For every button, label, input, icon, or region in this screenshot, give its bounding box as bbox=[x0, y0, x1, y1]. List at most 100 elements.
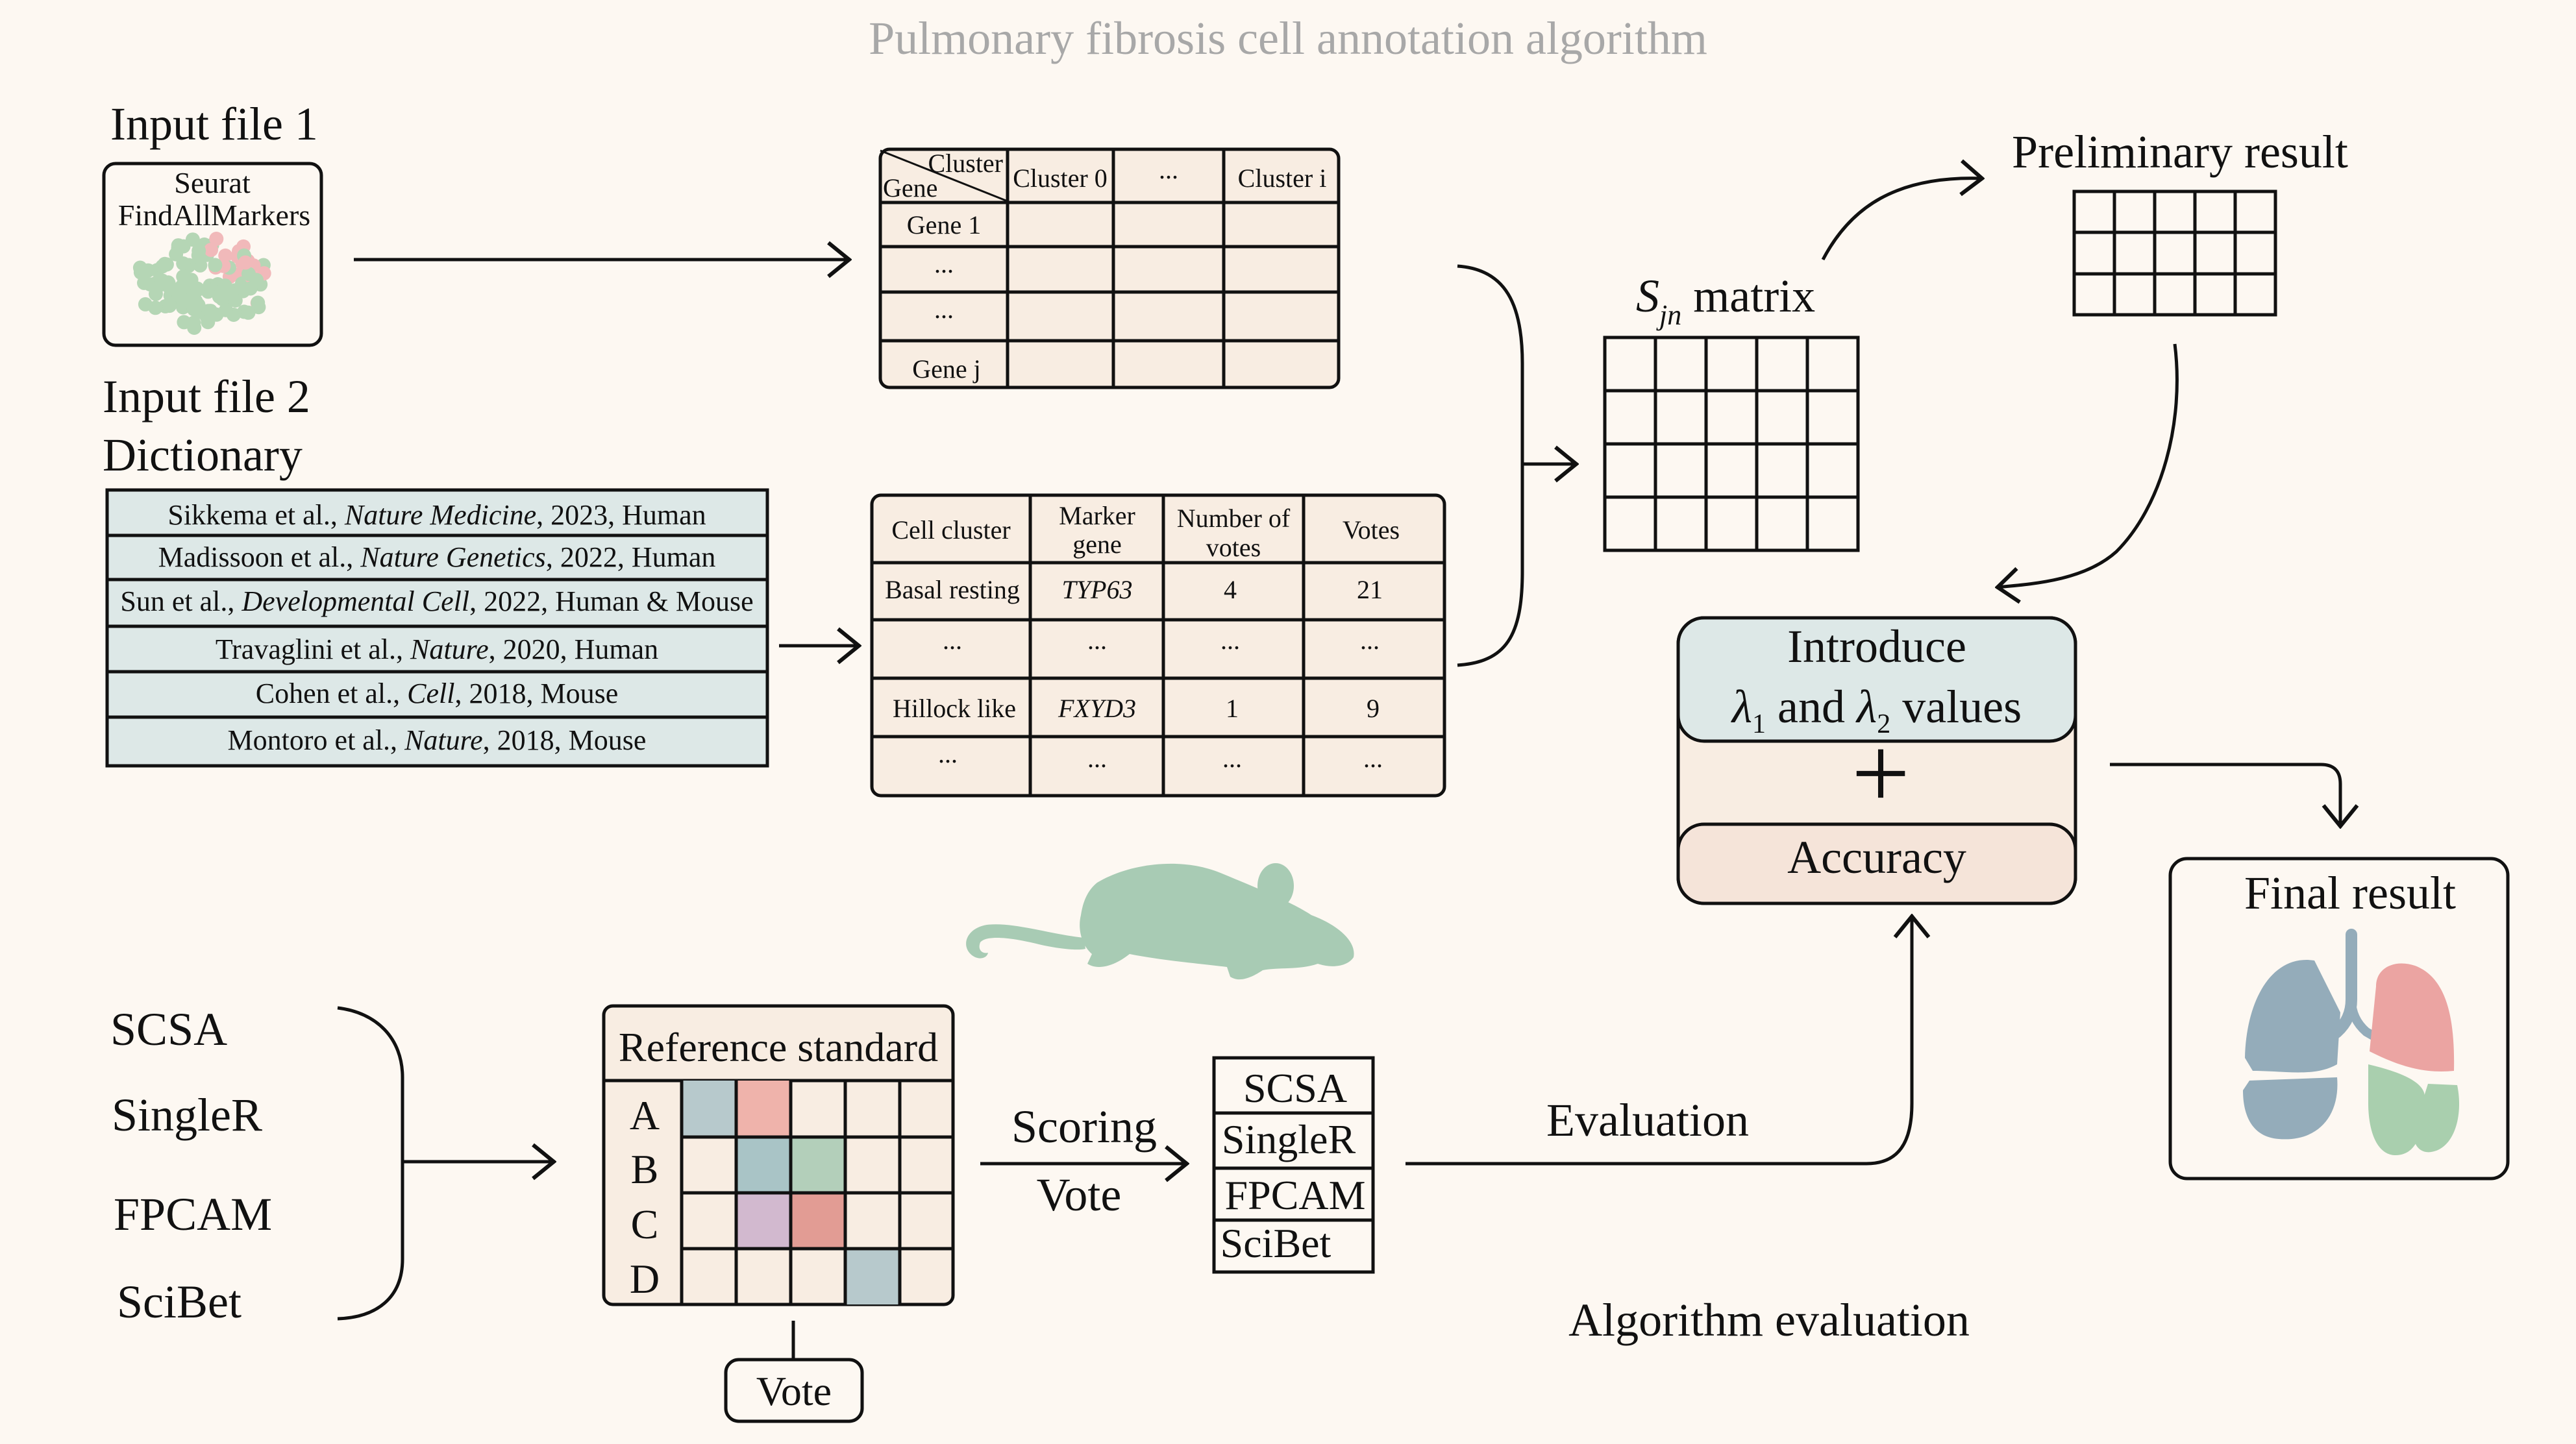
scatter-dot bbox=[209, 232, 224, 246]
scatter-dot bbox=[138, 297, 153, 312]
gene-row-label: Gene 1 bbox=[907, 210, 981, 239]
marker-vote-table: Cell cluster Marker gene Number of votes… bbox=[870, 493, 1446, 798]
vote-cell: ... bbox=[1220, 626, 1240, 655]
method-label: SingleR bbox=[112, 1089, 262, 1141]
gene-corner-label: Gene bbox=[883, 173, 937, 202]
cluster-i-header: Cluster i bbox=[1238, 164, 1327, 193]
ranked-method: SciBet bbox=[1220, 1220, 1331, 1266]
votes-header: Votes bbox=[1343, 515, 1400, 545]
number-of-votes-header: Number of bbox=[1177, 504, 1291, 533]
vote-cell: ... bbox=[938, 739, 958, 768]
dictionary-heading: Dictionary bbox=[103, 429, 303, 481]
scatter-dot bbox=[201, 315, 216, 330]
method-label: SciBet bbox=[117, 1276, 242, 1328]
arrow-evaluation-to-accuracy bbox=[1406, 915, 1912, 1166]
scoring-vote-label: Vote bbox=[1037, 1169, 1122, 1221]
preliminary-result-label: Preliminary result bbox=[2012, 126, 2348, 178]
scatter-dot bbox=[162, 299, 177, 313]
diagram-title: Pulmonary fibrosis cell annotation algor… bbox=[869, 12, 1707, 64]
preliminary-result-grid bbox=[2072, 190, 2277, 317]
reference-highlight-cell bbox=[845, 1249, 900, 1304]
vote-cell: ... bbox=[1087, 744, 1107, 773]
final-result-label: Final result bbox=[2244, 867, 2456, 919]
evaluation-label: Evaluation bbox=[1546, 1094, 1749, 1146]
reference-standard-matrix: Reference standard A B C D bbox=[602, 1004, 955, 1306]
vote-cell: TYP63 bbox=[1062, 575, 1133, 604]
scatter-dot bbox=[186, 302, 201, 317]
arrow-to-final-result bbox=[2110, 763, 2340, 827]
ranked-method: SCSA bbox=[1243, 1065, 1347, 1111]
ranked-method: FPCAM bbox=[1225, 1172, 1366, 1218]
dictionary-ref-row: Montoro et al., Nature, 2018, Mouse bbox=[228, 724, 647, 756]
vote-box: Vote bbox=[724, 1358, 864, 1423]
findallmarkers-label: FindAllMarkers bbox=[118, 199, 310, 232]
reference-highlight-cell bbox=[736, 1193, 791, 1249]
cell-cluster-header: Cell cluster bbox=[891, 515, 1010, 545]
dictionary-ref-row: Cohen et al., Cell, 2018, Mouse bbox=[256, 678, 619, 709]
marker-gene-header: Marker bbox=[1059, 501, 1135, 530]
scatter-dot bbox=[185, 232, 200, 247]
cluster-gene-table: Cluster Gene Cluster 0 ... Cluster i Gen… bbox=[878, 147, 1341, 389]
scatter-dot bbox=[204, 243, 219, 257]
scatter-dot bbox=[132, 260, 147, 275]
scatter-dot bbox=[241, 305, 256, 320]
reference-cells bbox=[682, 1081, 900, 1304]
reference-row-label: B bbox=[631, 1146, 659, 1192]
input-file-1-heading: Input file 1 bbox=[110, 98, 318, 150]
scatter-dot bbox=[157, 256, 172, 271]
vote-cell: ... bbox=[1087, 626, 1107, 655]
dictionary-ref-row: Sikkema et al., Nature Medicine, 2023, H… bbox=[167, 499, 706, 531]
seurat-label: Seurat bbox=[174, 166, 251, 199]
gene-row-label: ... bbox=[934, 295, 954, 324]
scatter-dot bbox=[177, 315, 192, 330]
scatter-dot bbox=[238, 255, 253, 270]
merge-bracket bbox=[1457, 264, 1524, 667]
scatter-dot bbox=[208, 258, 223, 273]
scatter-dot bbox=[228, 293, 243, 308]
algorithm-evaluation-label: Algorithm evaluation bbox=[1568, 1294, 1970, 1346]
reference-highlight-cell bbox=[791, 1137, 845, 1193]
final-result-box: Final result bbox=[2168, 857, 2510, 1181]
vote-cell: 4 bbox=[1224, 575, 1237, 604]
mouse-icon bbox=[966, 863, 1354, 980]
method-label: SCSA bbox=[110, 1003, 227, 1055]
scatter-dot bbox=[219, 302, 233, 317]
accuracy-label: Accuracy bbox=[1787, 831, 1966, 883]
number-of-votes-header: votes bbox=[1206, 533, 1261, 562]
scatter-dot bbox=[192, 243, 206, 258]
reference-row-label: C bbox=[631, 1201, 659, 1247]
reference-row-label: D bbox=[630, 1256, 660, 1302]
gene-row-label: Gene j bbox=[912, 354, 981, 384]
scatter-dot bbox=[243, 281, 258, 296]
arrow-to-preliminary bbox=[1821, 178, 1983, 261]
scatter-dot bbox=[161, 276, 176, 291]
arrow-preliminary-to-lambda bbox=[1996, 343, 2179, 587]
ranked-methods-box: SCSA SingleR FPCAM SciBet bbox=[1212, 1056, 1375, 1274]
scatter-dot bbox=[176, 269, 191, 284]
vote-cell: 21 bbox=[1357, 575, 1383, 604]
vote-cell: ... bbox=[1222, 744, 1242, 773]
scatter-dot bbox=[217, 278, 232, 293]
vote-cell: 1 bbox=[1226, 694, 1239, 723]
method-label: FPCAM bbox=[114, 1188, 272, 1240]
scatter-dot bbox=[137, 275, 151, 290]
vote-cell: Hillock like bbox=[893, 694, 1016, 723]
scatter-dot bbox=[201, 304, 216, 319]
scatter-dot bbox=[171, 288, 186, 302]
vote-cell: FXYD3 bbox=[1058, 694, 1136, 723]
gene-row-label: ... bbox=[934, 249, 954, 278]
scatter-dot bbox=[251, 295, 266, 310]
ranked-method: SingleR bbox=[1222, 1116, 1356, 1162]
vote-cell: 9 bbox=[1367, 694, 1380, 723]
cluster-dots-header: ... bbox=[1159, 155, 1178, 184]
cluster-0-header: Cluster 0 bbox=[1013, 164, 1108, 193]
reference-highlight-cell bbox=[736, 1137, 791, 1193]
reference-row-label: A bbox=[630, 1092, 660, 1138]
reference-highlight-cell bbox=[791, 1193, 845, 1249]
methods-bracket bbox=[337, 1006, 404, 1321]
vote-cell: ... bbox=[1363, 744, 1383, 773]
vote-cell: ... bbox=[943, 626, 962, 655]
scatter-dot bbox=[241, 267, 256, 281]
introduce-label: Introduce bbox=[1787, 620, 1966, 672]
scatter-dot bbox=[190, 281, 204, 296]
